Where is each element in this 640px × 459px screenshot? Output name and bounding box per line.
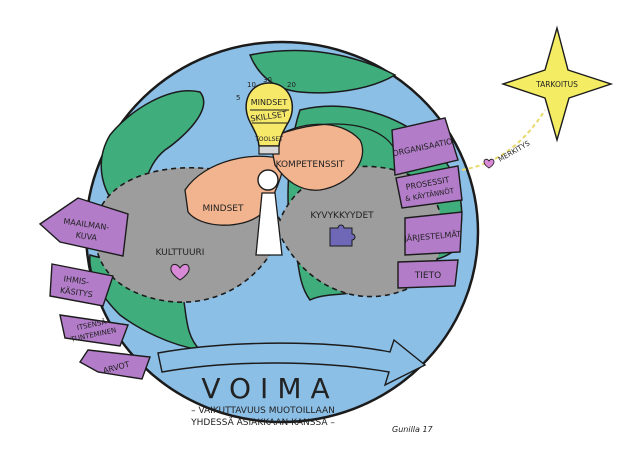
small-heart-icon xyxy=(484,159,494,168)
scale-20: 20 xyxy=(287,81,296,89)
label-kompetenssit: KOMPETENSSIT xyxy=(276,160,345,170)
subtitle-line-1: – VAIKUTTAVUUS MUOTOILLAAN xyxy=(191,406,335,416)
signature: Gunilla 17 xyxy=(392,425,434,434)
star-label-tarkoitus: TARKOITUS xyxy=(535,80,578,89)
label-kulttuuri: KULTTUURI xyxy=(156,248,205,258)
scale-5: 5 xyxy=(236,94,240,102)
scale-30: 30 xyxy=(263,76,272,84)
star-icon: TARKOITUS xyxy=(503,28,611,140)
path-label-merkitys: MERKITYS xyxy=(497,139,532,164)
label-kyvykkyydet: KYVYKKYYDET xyxy=(310,211,374,221)
bulb-mindset: MINDSET xyxy=(251,98,288,107)
subtitle-line-2: YHDESSÄ ASIAKKAAN KANSSA – xyxy=(190,417,335,428)
puzzle-icon xyxy=(330,225,355,246)
title-voima: VOIMA xyxy=(201,372,338,405)
scale-10: 10 xyxy=(247,81,256,89)
arrow-tieto: TIETO xyxy=(414,271,441,281)
label-mindset: MINDSET xyxy=(203,204,244,214)
bulb-toolset: TOOLSET xyxy=(254,136,283,143)
